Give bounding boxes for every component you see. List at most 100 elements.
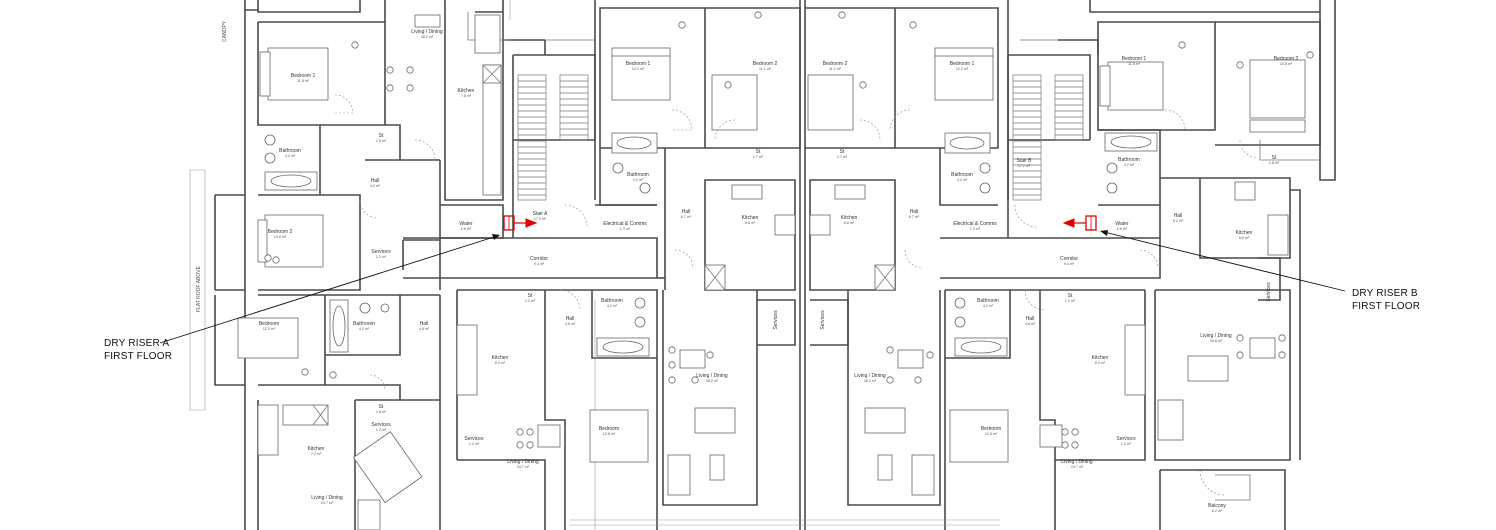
room-name: Corridor bbox=[530, 256, 548, 262]
room-name: Corridor bbox=[1060, 256, 1078, 262]
dry-riser-a-arrow bbox=[525, 218, 538, 228]
room-name: Bedroom 1 bbox=[291, 73, 316, 79]
room-area: 4.2 m² bbox=[359, 327, 370, 331]
stair-b-treads bbox=[1012, 74, 1084, 201]
room-name: Water bbox=[1115, 221, 1128, 227]
chair bbox=[886, 376, 894, 384]
room-area: 8.8 m² bbox=[1239, 236, 1250, 240]
chair bbox=[386, 66, 394, 74]
room-area: 8.0 m² bbox=[1095, 361, 1106, 365]
room-name: Services bbox=[773, 310, 779, 330]
room-area: 28.2 m² bbox=[706, 379, 719, 383]
leader-line-a bbox=[159, 235, 498, 344]
room-name: Bedroom 1 bbox=[626, 61, 651, 67]
chair bbox=[886, 346, 894, 354]
room-name: St bbox=[756, 149, 761, 155]
chair bbox=[754, 11, 762, 19]
room-area: 0.8 m² bbox=[461, 227, 472, 231]
room-area: 17.2 m² bbox=[1018, 164, 1031, 168]
chair bbox=[1071, 428, 1079, 436]
room-area: 24.7 m² bbox=[1071, 465, 1084, 469]
room-name: Water bbox=[459, 221, 472, 227]
dry-riser-b bbox=[1062, 215, 1097, 231]
room-area: 9.4 m² bbox=[534, 262, 545, 266]
room-name: Kitchen bbox=[1092, 355, 1109, 361]
room-name: Bathroom bbox=[353, 321, 375, 327]
room-name: Services bbox=[371, 422, 391, 428]
room-name: Bathroom bbox=[1118, 157, 1140, 163]
callout-b-line1: DRY RISER B bbox=[1352, 288, 1418, 299]
room-name: Bathroom bbox=[977, 298, 999, 304]
room-name: Hall bbox=[371, 178, 380, 184]
room-area: 1.8 m² bbox=[376, 139, 387, 143]
room-name: Living / Dining bbox=[311, 495, 343, 501]
dry-riser-a bbox=[503, 215, 538, 231]
chair bbox=[1178, 41, 1186, 49]
room-area: 10.8 m² bbox=[274, 235, 287, 239]
room-area: 4.2 m² bbox=[983, 304, 994, 308]
chair bbox=[706, 351, 714, 359]
room-name: Hall bbox=[566, 316, 575, 322]
chair bbox=[1236, 61, 1244, 69]
room-name: Bedroom bbox=[259, 321, 279, 327]
room-name: Living / Dining bbox=[411, 29, 443, 35]
room-name: Services bbox=[820, 310, 826, 330]
chair bbox=[678, 21, 686, 29]
room-area: 1.2 m² bbox=[376, 428, 387, 432]
room-area: 1.3 m² bbox=[970, 227, 981, 231]
room-name: St bbox=[528, 293, 533, 299]
chair bbox=[668, 361, 676, 369]
room-area: 6.2 m² bbox=[1173, 219, 1184, 223]
chair bbox=[909, 21, 917, 29]
stair-a-treads bbox=[517, 74, 589, 201]
door-swings bbox=[334, 94, 1259, 496]
room-area: 11.1 m² bbox=[759, 67, 772, 71]
leader-lines bbox=[159, 230, 1346, 344]
callout-dry-riser-a: DRY RISER A FIRST FLOOR bbox=[104, 337, 172, 363]
room-area: 1.2 m² bbox=[469, 442, 480, 446]
room-name: Kitchen bbox=[458, 88, 475, 94]
room-area: 6.7 m² bbox=[909, 215, 920, 219]
room-area: 24.7 m² bbox=[321, 501, 334, 505]
chair bbox=[1236, 351, 1244, 359]
room-area: 28.2 m² bbox=[864, 379, 877, 383]
room-area: 7.8 m² bbox=[461, 94, 472, 98]
room-area: 1.7 m² bbox=[837, 155, 848, 159]
room-area: 1.8 m² bbox=[376, 410, 387, 414]
room-name: Bedroom 2 bbox=[823, 61, 848, 67]
callout-b-line2: FIRST FLOOR bbox=[1352, 301, 1421, 312]
room-name: Bedroom 1 bbox=[950, 61, 975, 67]
room-area: 1.7 m² bbox=[753, 155, 764, 159]
room-name: Bedroom 2 bbox=[268, 229, 293, 235]
chair bbox=[1061, 441, 1069, 449]
chair bbox=[926, 351, 934, 359]
room-name: St bbox=[379, 133, 384, 139]
room-name: Kitchen bbox=[742, 215, 759, 221]
chair bbox=[691, 376, 699, 384]
chair bbox=[668, 346, 676, 354]
room-area: 4.8 m² bbox=[419, 327, 430, 331]
room-area: 12.2 m² bbox=[632, 67, 645, 71]
chair bbox=[272, 256, 280, 264]
room-area: 12.8 m² bbox=[603, 432, 616, 436]
room-name: Services bbox=[371, 249, 391, 255]
room-name: Hall bbox=[1174, 213, 1183, 219]
chair bbox=[351, 41, 359, 49]
room-area: 4.6 m² bbox=[565, 322, 576, 326]
room-name: Bathroom bbox=[627, 172, 649, 178]
room-name: Kitchen bbox=[841, 215, 858, 221]
room-area: 1.8 m² bbox=[1269, 161, 1280, 165]
room-area: 11.1 m² bbox=[829, 67, 842, 71]
room-name: Kitchen bbox=[492, 355, 509, 361]
walls bbox=[214, 0, 1336, 530]
chair bbox=[526, 428, 534, 436]
flat-roof-label: FLAT ROOF ABOVE bbox=[196, 265, 202, 312]
room-area: 4.2 m² bbox=[607, 304, 618, 308]
room-name: Bathroom bbox=[601, 298, 623, 304]
room-name: St bbox=[1272, 155, 1277, 161]
chair bbox=[668, 376, 676, 384]
chair bbox=[1236, 334, 1244, 342]
room-area: 17.2 m² bbox=[534, 217, 547, 221]
room-area: 4.2 m² bbox=[633, 178, 644, 182]
